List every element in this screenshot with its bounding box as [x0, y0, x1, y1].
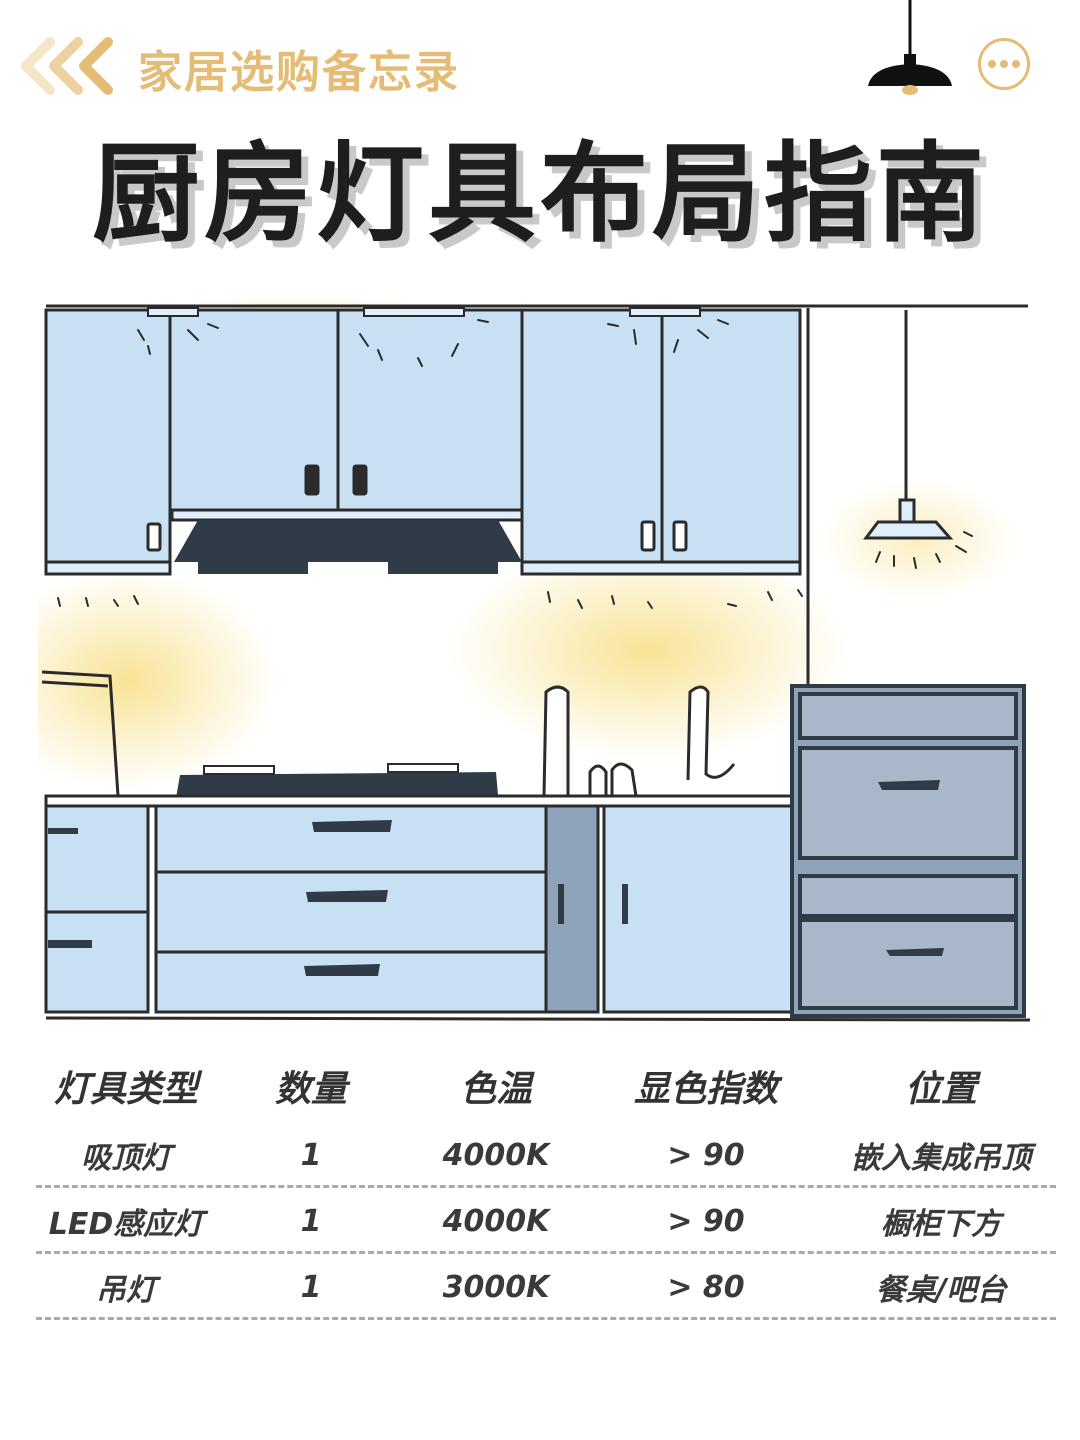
header-cell: 灯具类型: [53, 1069, 198, 1110]
page-title: 厨房灯具布局指南: [91, 132, 988, 257]
header-cell: 显色指数: [633, 1069, 778, 1110]
table-row: 吸顶灯 1 4000K > 90 嵌入集成吊顶: [36, 1122, 1056, 1188]
light-glow: [38, 570, 278, 790]
light-glow: [818, 480, 1018, 600]
more-dots-icon: [988, 60, 996, 68]
kitchen-illustration: [38, 300, 1031, 1022]
table-cell: 嵌入集成吊顶: [851, 1141, 1031, 1176]
header-cell: 色温: [459, 1069, 532, 1110]
table-cell: > 90: [667, 1203, 745, 1239]
table-header-row: 灯具类型 数量 色温 显色指数 位置: [36, 1050, 1056, 1122]
table-row: 吊灯 1 3000K > 80 餐桌/吧台: [36, 1254, 1056, 1320]
table-cell: 橱柜下方: [881, 1207, 1001, 1242]
table-cell: 1: [300, 1203, 322, 1239]
table-cell: 4000K: [442, 1203, 550, 1239]
table-row: LED感应灯 1 4000K > 90 橱柜下方: [36, 1188, 1056, 1254]
table-cell: 1: [300, 1269, 322, 1305]
lower-cabinets: [44, 804, 800, 1014]
table-cell: 吸顶灯: [81, 1141, 171, 1176]
header-bar: 家居选购备忘录: [0, 0, 1080, 130]
range-hood: [170, 508, 524, 574]
lighting-spec-table: 灯具类型 数量 色温 显色指数 位置 吸顶灯 1 4000K > 90 嵌入集成…: [36, 1050, 1056, 1320]
table-cell: > 80: [667, 1269, 745, 1305]
header-cell: 位置: [904, 1069, 977, 1110]
table-cell: > 90: [667, 1137, 745, 1173]
table-cell: 1: [300, 1137, 322, 1173]
upper-cabinets: [44, 308, 802, 576]
pendant-lamp-icon: [868, 0, 952, 95]
dishwasher: [790, 684, 1026, 1018]
table-cell: 4000K: [442, 1137, 550, 1173]
header-cell: 数量: [274, 1069, 347, 1110]
gas-stove: [176, 763, 498, 798]
table-cell: 餐桌/吧台: [875, 1273, 1007, 1308]
more-button[interactable]: [978, 38, 1030, 90]
header-title: 家居选购备忘录: [138, 47, 460, 98]
table-cell: 吊灯: [96, 1273, 156, 1308]
table-cell: LED感应灯: [48, 1207, 204, 1242]
pendant-lamp: [863, 310, 954, 540]
chevrons-left-icon[interactable]: [18, 36, 118, 96]
table-cell: 3000K: [442, 1269, 550, 1305]
